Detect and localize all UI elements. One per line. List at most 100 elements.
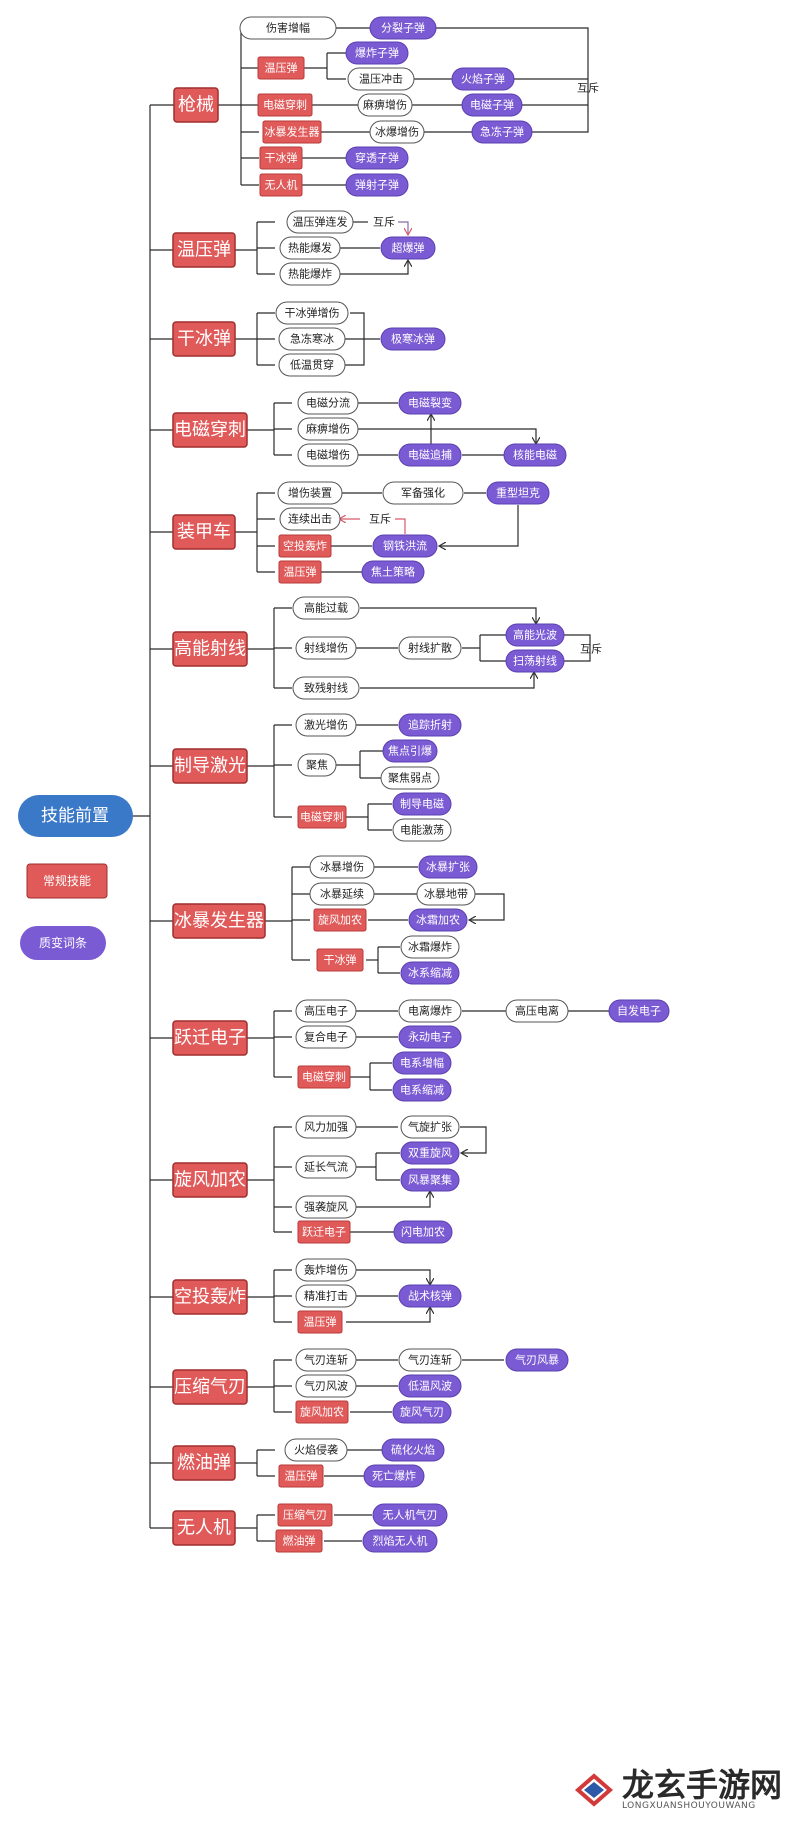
skill-node-normal: [297, 805, 347, 829]
node-label: 追踪折射: [408, 718, 452, 732]
exclusive-note: 互斥: [580, 643, 602, 656]
legend-mutation-label: 质变词条: [39, 935, 87, 950]
node-label: 极寒冰弹: [391, 332, 435, 346]
legend-normal-label: 常规技能: [43, 873, 91, 888]
skill-node-normal: [259, 173, 303, 197]
node-label: 低温风波: [408, 1380, 452, 1393]
node-label: 温压弹: [285, 1469, 318, 1483]
category-label: 温压弹: [177, 240, 231, 261]
skill-node-mutation: [392, 792, 452, 816]
category-label: 制导激光: [174, 756, 246, 777]
skill-node-normal: [262, 120, 322, 144]
node-label: 冰暴增伤: [320, 860, 364, 874]
skill-node-default: [400, 935, 460, 959]
category-label: 旋风加农: [174, 1170, 246, 1191]
category-xuanfeng: [172, 1162, 248, 1198]
skill-node-default: [279, 236, 341, 260]
node-label: 热能爆发: [288, 241, 332, 255]
skill-node-normal: [313, 908, 367, 932]
skill-node-mutation: [345, 41, 409, 65]
node-label: 气刃风波: [304, 1379, 348, 1393]
skill-node-mutation: [382, 739, 438, 763]
skill-node-normal: [257, 93, 313, 117]
skill-node-normal: [278, 1464, 324, 1488]
skill-node-mutation: [505, 623, 565, 647]
node-label: 跃迁电子: [302, 1225, 346, 1239]
node-label: 双重旋风: [408, 1146, 452, 1160]
node-label: 热能爆炸: [288, 267, 332, 281]
node-label: 闪电加农: [401, 1225, 445, 1239]
node-label: 高压电子: [304, 1004, 348, 1018]
skill-node-mutation: [362, 1529, 438, 1553]
root-node: [18, 795, 133, 837]
skill-node-mutation: [461, 93, 523, 117]
skill-node-default: [505, 999, 569, 1023]
node-label: 焦点引爆: [388, 744, 432, 758]
skill-node-mutation: [505, 649, 565, 673]
node-label: 干冰弹: [265, 151, 298, 165]
node-label: 电磁分流: [306, 396, 350, 410]
skill-node-mutation: [503, 443, 567, 467]
node-label: 温压弹连发: [293, 215, 348, 229]
node-label: 死亡爆炸: [372, 1469, 416, 1483]
node-label: 高能过载: [304, 601, 348, 615]
skill-node-mutation: [400, 1168, 460, 1192]
node-label: 温压冲击: [359, 72, 403, 86]
skill-node-default: [279, 262, 341, 286]
node-label: 强袭旋风: [304, 1200, 348, 1214]
node-label: 烈焰无人机: [373, 1534, 428, 1548]
skill-node-default: [286, 210, 354, 234]
node-label: 自发电子: [617, 1004, 661, 1018]
skill-node-default: [292, 676, 360, 700]
skill-node-default: [295, 1348, 357, 1372]
skill-node-default: [239, 16, 337, 40]
skill-node-mutation: [400, 1141, 460, 1165]
category-label: 无人机: [177, 1518, 231, 1539]
node-label: 核能电磁: [513, 448, 557, 462]
node-label: 伤害增幅: [266, 21, 310, 35]
skill-node-mutation: [471, 120, 533, 144]
node-label: 无人机: [265, 178, 298, 192]
skill-node-normal: [295, 1400, 349, 1424]
node-label: 电磁穿刺: [263, 98, 307, 112]
skill-node-mutation: [392, 1051, 452, 1075]
node-label: 战术核弹: [408, 1289, 452, 1303]
node-label: 冰霜加农: [416, 913, 460, 927]
root-label: 技能前置: [41, 806, 109, 826]
node-label: 低温贯穿: [290, 358, 334, 372]
node-label: 风暴聚集: [408, 1173, 452, 1187]
skill-node-normal: [297, 1065, 351, 1089]
category-label: 装甲车: [177, 522, 231, 543]
category-ranyou: [172, 1445, 236, 1481]
skill-node-mutation: [408, 908, 468, 932]
category-label: 空投轰炸: [174, 1287, 246, 1308]
skill-node-default: [295, 1195, 357, 1219]
node-label: 制导电磁: [400, 798, 444, 811]
skill-node-default: [400, 1115, 460, 1139]
skill-node-normal: [278, 560, 322, 584]
node-label: 电磁裂变: [408, 396, 452, 410]
node-label: 电能激荡: [400, 823, 444, 837]
node-label: 气刃风暴: [515, 1353, 559, 1367]
node-label: 风力加强: [304, 1121, 348, 1134]
skill-node-default: [297, 753, 337, 777]
skill-node-mutation: [381, 1438, 445, 1462]
node-label: 电磁增伤: [306, 448, 350, 462]
category-qiangxie: [173, 87, 219, 123]
node-label: 钢铁洪流: [383, 539, 427, 553]
exclusive-note: 互斥: [577, 82, 599, 95]
node-label: 精准打击: [304, 1289, 348, 1303]
node-label: 射线扩散: [408, 641, 452, 655]
skill-node-mutation: [372, 534, 438, 558]
category-label: 高能射线: [174, 639, 246, 660]
skill-node-mutation: [393, 1220, 453, 1244]
node-label: 焦土策略: [371, 565, 415, 579]
node-label: 穿透子弹: [355, 151, 399, 165]
node-label: 干冰弹增伤: [285, 306, 340, 320]
skill-node-default: [416, 882, 476, 906]
node-label: 气刃连斩: [408, 1353, 452, 1367]
diagram-nodes: 技能前置常规技能质变词条枪械伤害增幅分裂子弹温压弹爆炸子弹温压冲击火焰子弹电磁穿…: [18, 16, 670, 1553]
skill-node-normal: [257, 56, 305, 80]
skill-node-default: [369, 120, 425, 144]
node-label: 气刃连斩: [304, 1353, 348, 1367]
